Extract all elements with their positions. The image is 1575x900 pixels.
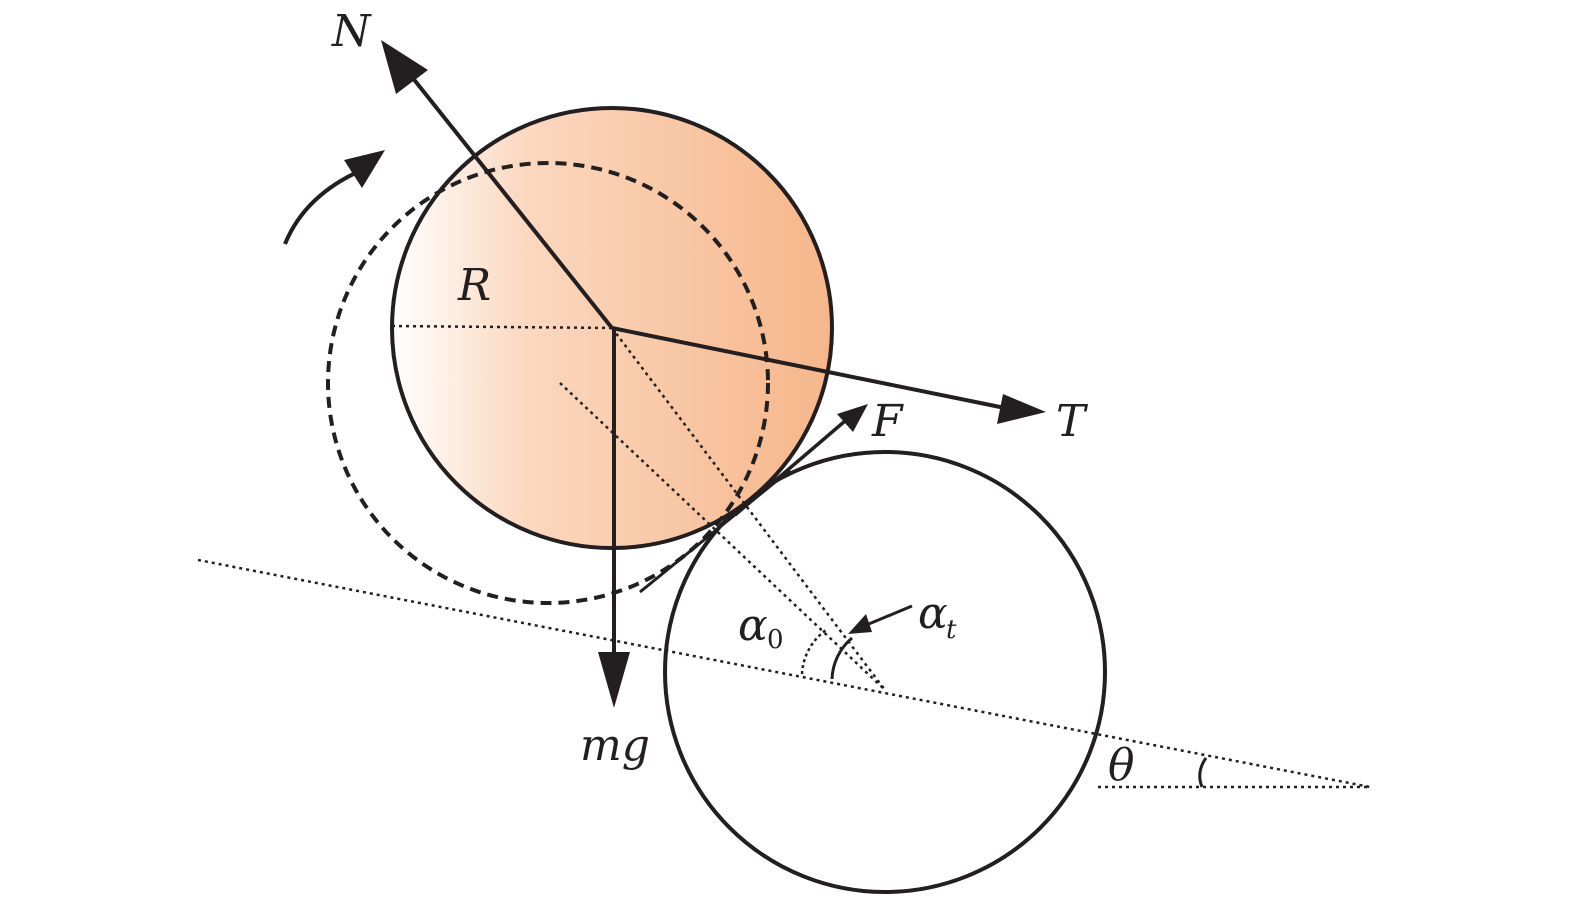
normal-force-arrow xyxy=(406,70,614,330)
center-line-current xyxy=(611,327,886,691)
alpha-current-pointer xyxy=(863,604,913,628)
alpha-initial-label: α xyxy=(738,600,768,651)
friction-arrowhead xyxy=(837,404,868,432)
weight-arrowhead xyxy=(598,652,630,708)
tension-arrow xyxy=(611,326,1006,410)
weight-label: mg xyxy=(580,720,650,771)
alpha-current-subscript: t xyxy=(946,615,957,645)
alpha-initial-arc xyxy=(800,628,827,675)
alpha-current-pointer-head xyxy=(848,614,872,634)
alpha-current-arc xyxy=(830,636,853,680)
radius-line xyxy=(391,324,613,330)
friction-arrow xyxy=(733,419,847,517)
normal-force-arrowhead xyxy=(381,40,428,94)
friction-label: F xyxy=(871,396,904,447)
incline-line xyxy=(197,558,1371,789)
rotation-arrowhead xyxy=(344,150,385,188)
tension-arrowhead xyxy=(997,394,1046,424)
incline-angle-label: θ xyxy=(1108,740,1135,791)
initial-ball-position xyxy=(326,161,770,605)
alpha-current-label: α xyxy=(918,588,948,639)
normal-force-label: N xyxy=(331,6,372,57)
tension-label: T xyxy=(1056,396,1089,447)
rotation-arrow xyxy=(283,168,363,245)
alpha-initial-subscript: 0 xyxy=(767,625,784,655)
theta-arc xyxy=(1198,757,1208,788)
obstacle-circle xyxy=(663,450,1107,894)
center-line-initial xyxy=(559,382,886,691)
radius-label: R xyxy=(457,260,491,311)
